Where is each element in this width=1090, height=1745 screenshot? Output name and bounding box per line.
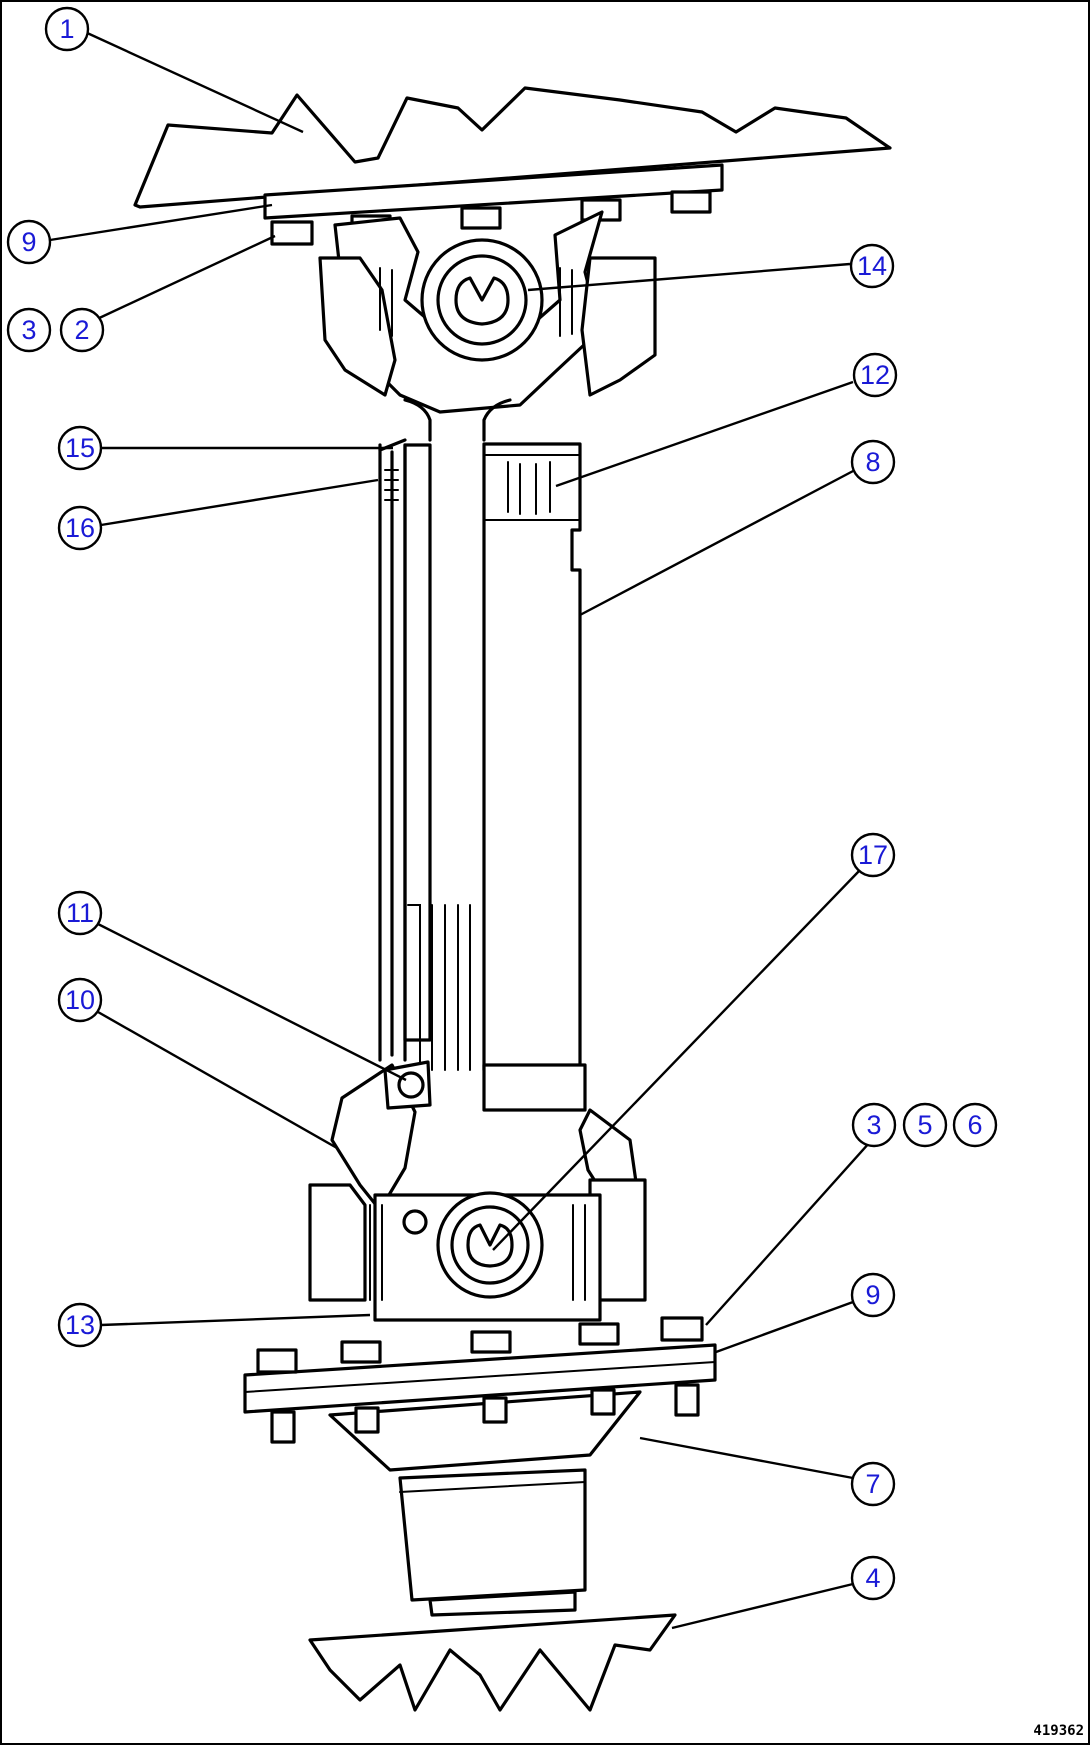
shaft-tube xyxy=(378,398,587,1112)
callout-4-label: 4 xyxy=(865,1563,880,1593)
callout-14-label: 14 xyxy=(857,251,887,281)
callout-7[interactable]: 7 xyxy=(639,1436,896,1507)
callout-8-label: 8 xyxy=(865,447,880,477)
lower-yoke xyxy=(308,1060,647,1322)
callout-4[interactable]: 4 xyxy=(671,1555,896,1630)
callout-17-label: 17 xyxy=(858,840,888,870)
callout-3-upper[interactable]: 3 xyxy=(6,307,52,353)
callout-8[interactable]: 8 xyxy=(579,439,896,617)
callout-10-label: 10 xyxy=(65,985,95,1015)
figure-id: 419362 xyxy=(1033,1723,1084,1739)
callout-9-upper[interactable]: 9 xyxy=(6,203,273,265)
callout-2[interactable]: 2 xyxy=(59,234,276,353)
callout-6[interactable]: 6 xyxy=(952,1102,998,1148)
lower-mount-structure xyxy=(308,1468,677,1712)
callout-7-label: 7 xyxy=(865,1469,880,1499)
callout-1[interactable]: 1 xyxy=(44,6,304,134)
upper-yoke xyxy=(318,210,657,414)
callout-16[interactable]: 16 xyxy=(57,478,379,551)
callout-2-label: 2 xyxy=(74,315,89,345)
callout-1-label: 1 xyxy=(59,14,74,44)
callout-17[interactable]: 17 xyxy=(492,832,896,1251)
callout-6-label: 6 xyxy=(967,1110,982,1140)
callout-14[interactable]: 14 xyxy=(527,243,895,292)
callout-10[interactable]: 10 xyxy=(57,977,338,1150)
callout-layer: 1 9 3 2 14 12 15 xyxy=(6,6,998,1630)
callout-9-upper-label: 9 xyxy=(21,227,36,257)
callout-5-label: 5 xyxy=(917,1110,932,1140)
callout-15-label: 15 xyxy=(65,433,95,463)
callout-3-lower[interactable]: 3 xyxy=(705,1102,897,1326)
callout-3-upper-label: 3 xyxy=(21,315,36,345)
callout-13-label: 13 xyxy=(65,1310,95,1340)
callout-3-lower-label: 3 xyxy=(866,1110,881,1140)
callout-11-label: 11 xyxy=(66,898,94,928)
callout-15[interactable]: 15 xyxy=(57,425,393,471)
callout-12-label: 12 xyxy=(860,360,890,390)
lower-flange xyxy=(243,1316,717,1472)
callout-5[interactable]: 5 xyxy=(902,1102,948,1148)
callout-12[interactable]: 12 xyxy=(555,352,898,488)
callout-9-lower-label: 9 xyxy=(865,1280,880,1310)
callout-9-lower[interactable]: 9 xyxy=(715,1272,896,1354)
callout-11[interactable]: 11 xyxy=(57,890,407,1082)
callout-16-label: 16 xyxy=(65,513,95,543)
callout-13[interactable]: 13 xyxy=(57,1302,371,1348)
upper-mount-structure xyxy=(133,86,892,220)
